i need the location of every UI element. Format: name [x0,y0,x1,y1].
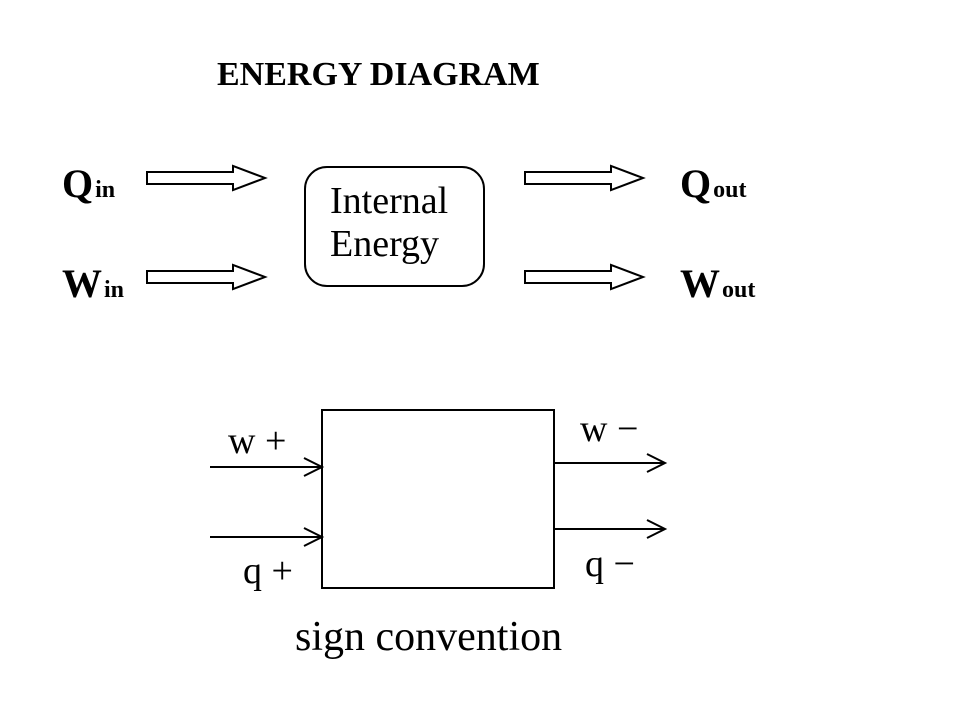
q-out-symbol: Q [680,161,711,206]
q-out-subscript: out [713,177,746,203]
w-out-arrow [524,263,646,291]
w-in-symbol: W [62,261,102,306]
q-out-label: Qout [680,161,746,206]
internal-energy-box [304,166,485,287]
w-plus-arrow [210,457,325,477]
internal-energy-line2: Energy [330,223,439,265]
q-plus-label: q + [243,550,293,592]
w-plus-label: w + [228,420,286,462]
w-minus-arrow [554,453,668,473]
sign-convention-caption: sign convention [295,614,562,660]
w-out-label: Wout [680,261,755,306]
q-in-arrow [146,164,268,192]
w-out-subscript: out [722,277,755,303]
w-in-arrow [146,263,268,291]
q-plus-arrow [210,527,325,547]
q-minus-arrow [554,519,668,539]
w-minus-label: w − [580,408,638,450]
w-in-subscript: in [104,277,124,303]
page-title: ENERGY DIAGRAM [217,56,540,93]
internal-energy-line1: Internal [330,180,448,222]
q-out-arrow [524,164,646,192]
q-in-symbol: Q [62,161,93,206]
w-in-label: Win [62,261,124,306]
sign-convention-box [321,409,555,589]
q-in-subscript: in [95,177,115,203]
w-out-symbol: W [680,261,720,306]
q-minus-label: q − [585,543,635,585]
q-in-label: Qin [62,161,115,206]
